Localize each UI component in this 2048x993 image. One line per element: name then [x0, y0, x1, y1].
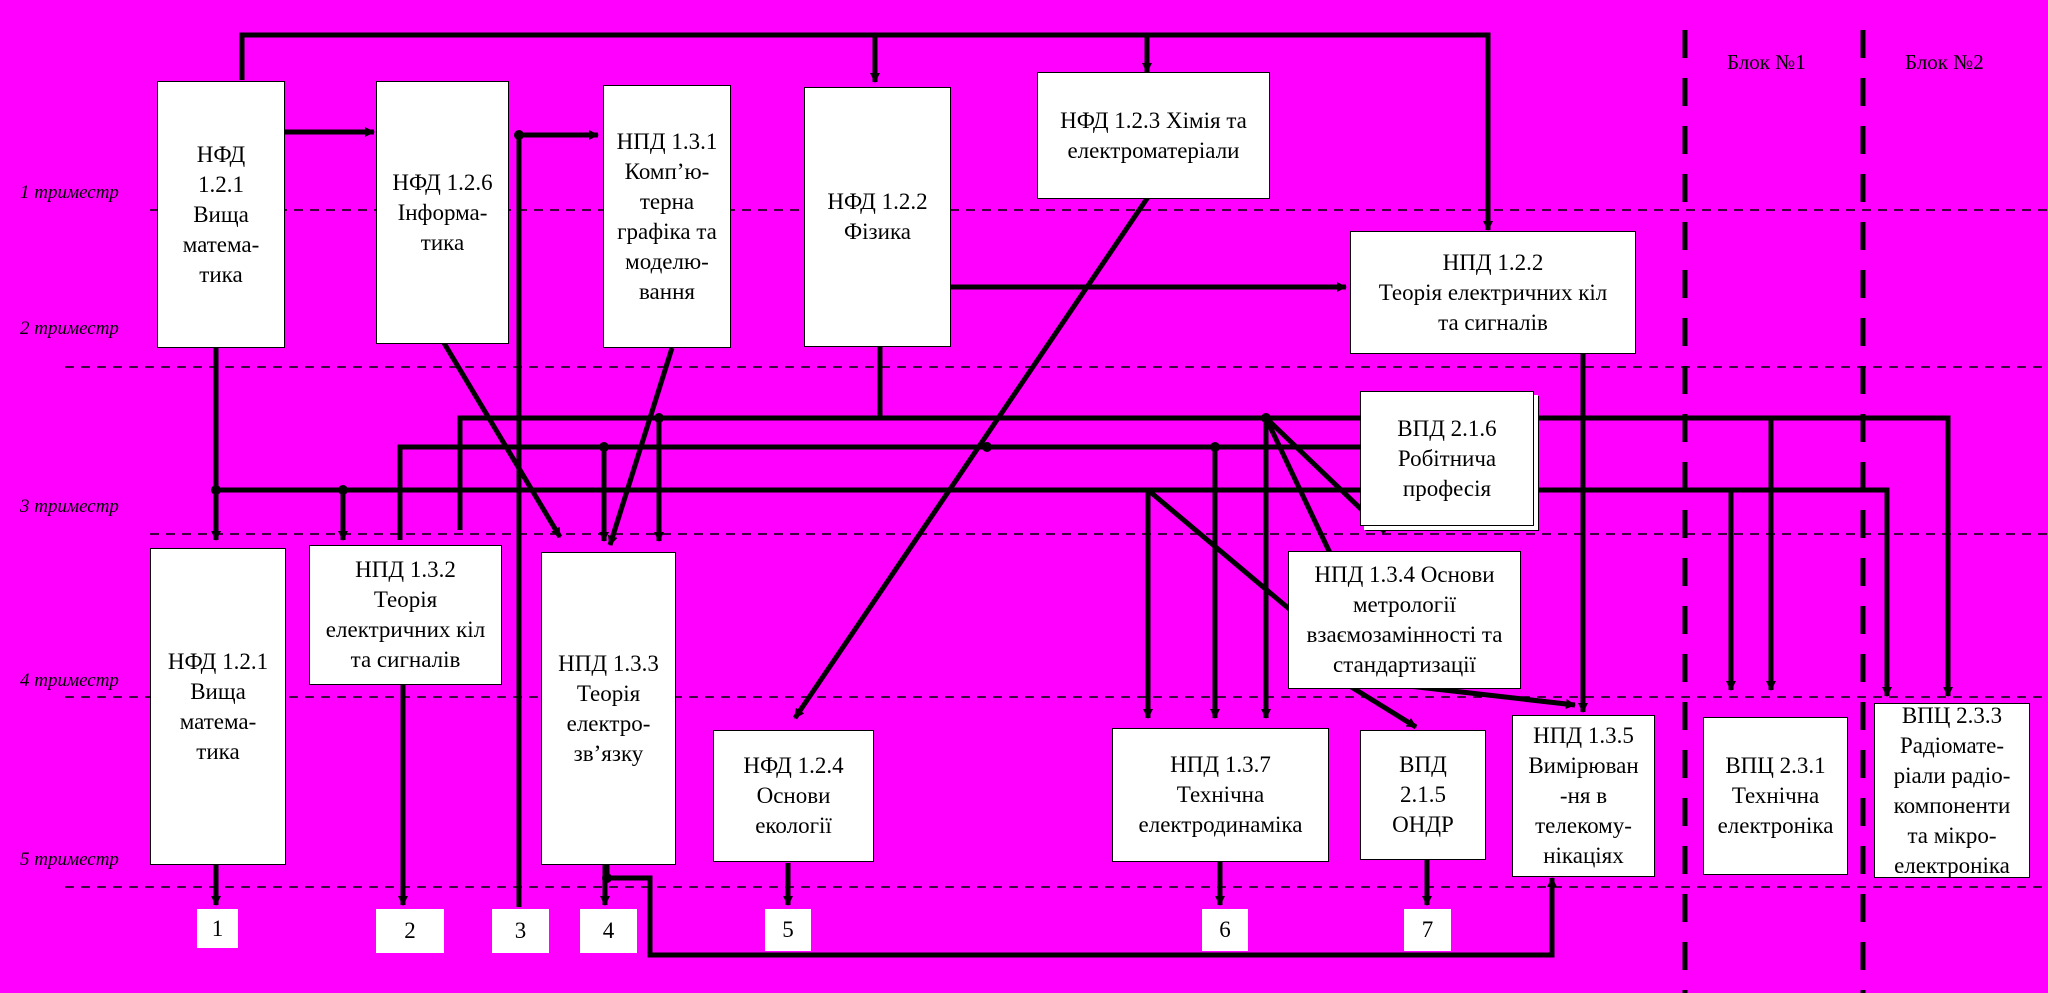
box-nfd-1-2-1-bottom-label: НФД 1.2.1 Вища матема- тика [167, 648, 269, 764]
output-number-7: 7 [1404, 909, 1451, 951]
trimester-label-2: 2 триместр [20, 318, 119, 339]
box-vpd-2-1-5-label: ВПД 2.1.5 ОНДР [1392, 752, 1454, 837]
output-number-5: 5 [765, 909, 811, 951]
box-npd-1-3-3-label: НПД 1.3.3 Теорія електро- зв’язку [558, 650, 659, 766]
box-vpc-2-3-3-label: ВПЦ 2.3.3 Радіомате- ріали радіо- компон… [1893, 702, 2011, 878]
trimester-label-4: 4 триместр [20, 670, 119, 691]
box-nfd-1-2-3: НФД 1.2.3 Хімія та електроматеріали [1037, 72, 1270, 199]
box-nfd-1-2-3-label: НФД 1.2.3 Хімія та електроматеріали [1060, 107, 1247, 163]
box-npd-1-3-1: НПД 1.3.1 Комп’ю- терна графіка та модел… [603, 85, 731, 348]
box-vpd-2-1-6-label: ВПД 2.1.6 Робітнича професія [1397, 415, 1497, 501]
trimester-label-3: 3 триместр [20, 496, 119, 517]
box-npd-1-3-7-label: НПД 1.3.7 Технічна електродинаміка [1138, 752, 1303, 837]
box-nfd-1-2-4-label: НФД 1.2.4 Основи екології [743, 753, 844, 838]
box-nfd-1-2-2-label: НФД 1.2.2 Фізика [827, 189, 928, 244]
box-vpc-2-3-1: ВПЦ 2.3.1 Технічна електроніка [1703, 717, 1848, 875]
box-npd-1-2-2-label: НПД 1.2.2 Теорія електричних кіл та сигн… [1378, 249, 1608, 335]
box-nfd-1-2-6: НФД 1.2.6 Інформа- тика [376, 81, 509, 344]
junctions [211, 130, 1271, 883]
block-separators [1682, 30, 1866, 993]
box-npd-1-3-5: НПД 1.3.5 Вимірюван -ня в телекому- ніка… [1512, 715, 1655, 877]
box-npd-1-2-2: НПД 1.2.2 Теорія електричних кіл та сигн… [1350, 231, 1636, 354]
box-nfd-1-2-2: НФД 1.2.2 Фізика [804, 87, 951, 347]
trimester-label-1: 1 триместр [20, 182, 119, 203]
output-number-6: 6 [1202, 909, 1248, 951]
box-npd-1-3-7: НПД 1.3.7 Технічна електродинаміка [1112, 728, 1329, 862]
box-nfd-1-2-1-bottom: НФД 1.2.1 Вища матема- тика [150, 548, 286, 865]
box-vpc-2-3-1-label: ВПЦ 2.3.1 Технічна електроніка [1717, 753, 1834, 838]
box-npd-1-3-2-label: НПД 1.3.2 Теорія електричних кіл та сигн… [325, 557, 486, 672]
box-npd-1-3-5-label: НПД 1.3.5 Вимірюван -ня в телекому- ніка… [1528, 723, 1639, 868]
box-nfd-1-2-4: НФД 1.2.4 Основи екології [713, 730, 874, 862]
trimester-label-5: 5 триместр [20, 849, 119, 870]
box-vpd-2-1-5: ВПД 2.1.5 ОНДР [1360, 730, 1486, 860]
box-nfd-1-2-6-label: НФД 1.2.6 Інформа- тика [392, 169, 493, 255]
box-npd-1-3-4: НПД 1.3.4 Основи метрології взаємозамінн… [1288, 551, 1521, 689]
box-npd-1-3-2: НПД 1.3.2 Теорія електричних кіл та сигн… [309, 545, 502, 685]
box-npd-1-3-4-label: НПД 1.3.4 Основи метрології взаємозамінн… [1306, 562, 1503, 677]
box-npd-1-3-1-label: НПД 1.3.1 Комп’ю- терна графіка та модел… [616, 128, 718, 304]
box-vpd-2-1-6: ВПД 2.1.6 Робітнича професія [1360, 391, 1534, 526]
trimester-lines [65, 209, 2048, 888]
arrows [211, 32, 1953, 958]
box-nfd-1-2-1-top: НФД 1.2.1 Вища матема- тика [157, 81, 285, 348]
block-label-1: Блок №1 [1727, 50, 1806, 74]
output-number-4: 4 [580, 909, 637, 953]
output-number-1: 1 [197, 909, 238, 948]
block-label-2: Блок №2 [1905, 50, 1984, 74]
box-vpc-2-3-3: ВПЦ 2.3.3 Радіомате- ріали радіо- компон… [1874, 703, 2030, 878]
output-number-3: 3 [492, 909, 549, 953]
box-nfd-1-2-1-top-label: НФД 1.2.1 Вища матема- тика [182, 141, 260, 287]
box-npd-1-3-3: НПД 1.3.3 Теорія електро- зв’язку [541, 552, 676, 865]
output-number-2: 2 [376, 909, 444, 953]
